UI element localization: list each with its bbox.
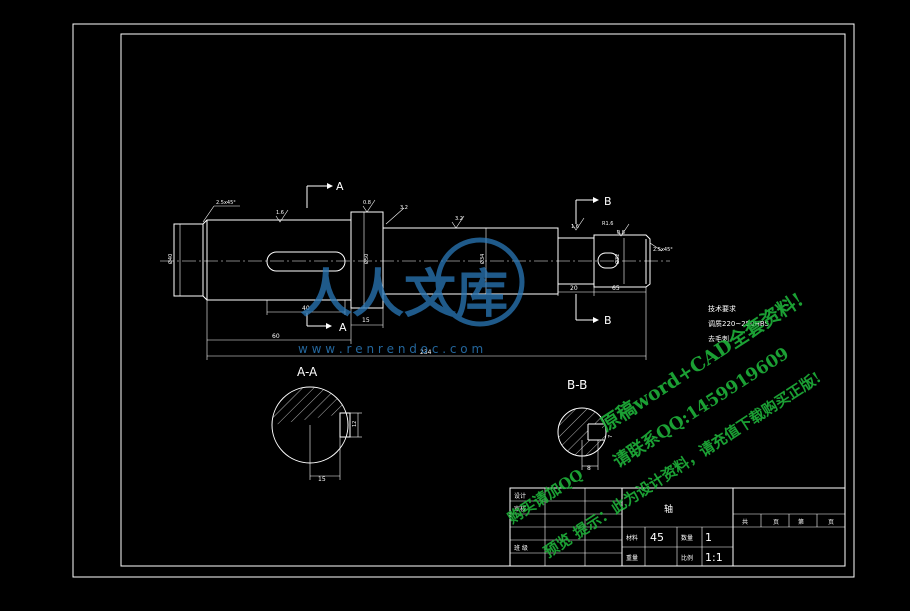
section-a-top [306, 183, 333, 208]
dim-60: 60 [272, 333, 280, 340]
watermark-url: w w w . r e n r e n d o c . c o m [298, 342, 483, 356]
section-b-bottom [575, 294, 599, 323]
chamfer-leader-left [202, 205, 215, 223]
sheet-num-label: 第 [798, 518, 804, 526]
note-2: 调质220~250HBS [708, 319, 770, 328]
dim-20: 20 [570, 285, 578, 292]
inner-frame [120, 33, 846, 567]
roughness-2: 0.8 [363, 200, 371, 206]
sheet-total-label: 共 [742, 518, 748, 526]
section-b-top [575, 197, 599, 224]
outer-frame [72, 23, 855, 578]
section-aa [271, 386, 362, 480]
aa-height: 12 [352, 421, 358, 427]
label-aa: A-A [297, 365, 318, 379]
section-a-bottom [306, 313, 332, 329]
weight-label: 重量 [626, 554, 638, 562]
qty-label: 数量 [681, 534, 693, 542]
dia-right: Ø32 [614, 254, 621, 264]
title-block [509, 487, 846, 567]
scale-label: 比例 [681, 554, 693, 562]
tb-row-4: 班 级 [514, 544, 528, 552]
dia-mid: Ø34 [479, 254, 486, 264]
roughness-6: 3.2 [400, 205, 408, 211]
radius-note: R1.6 [602, 221, 613, 227]
note-3: 去毛刺 [708, 334, 729, 343]
sheet-num-unit: 页 [828, 519, 834, 526]
watermark-logo: 人人文库 [300, 237, 525, 327]
length-dimensions [206, 284, 647, 360]
dim-65: 65 [612, 285, 620, 292]
material-value: 45 [650, 531, 664, 544]
part-name: 轴 [664, 503, 673, 515]
tb-row-1: 设计 [514, 492, 526, 500]
chamfer-leader-right [649, 242, 663, 252]
roughness-4: 1.6 [571, 224, 579, 230]
roughness-3: 3.2 [455, 216, 463, 222]
dia-shoulder: Ø50 [363, 254, 370, 264]
chamfer-right: 2.5x45° [653, 247, 673, 253]
shaft-outline [173, 211, 651, 309]
roughness-5: 0.8 [617, 230, 625, 236]
label-a-bottom: A [339, 321, 347, 334]
dim-keyway: 40 [302, 305, 310, 312]
keyway-left [266, 251, 346, 272]
label-b-bottom: B [604, 314, 612, 327]
aa-width: 15 [318, 476, 326, 483]
label-b-top: B [604, 195, 612, 208]
watermark-brand: 人人文库 [300, 265, 508, 325]
section-bb [557, 407, 607, 470]
label-bb: B-B [567, 378, 587, 392]
chamfer-left: 2.5x45° [216, 200, 236, 206]
scale-value: 1:1 [705, 551, 723, 564]
bb-width: 8 [587, 465, 591, 472]
dia-left: Ø40 [167, 254, 174, 264]
bb-height: 7 [608, 435, 614, 438]
tb-row-2: 审核 [514, 505, 526, 513]
qty-value: 1 [705, 531, 712, 544]
label-a-top: A [336, 180, 344, 193]
roughness-1: 1.6 [276, 210, 284, 216]
note-1: 技术要求 [708, 304, 736, 313]
dim-total: 234 [420, 349, 432, 356]
sheet-total-unit: 页 [773, 519, 779, 526]
dim-15: 15 [362, 317, 370, 324]
material-label: 材料 [626, 534, 638, 542]
keyway-right [597, 252, 619, 269]
wm-line-3: 预览 提示：此为设计资料，请充值下载购买正版! [540, 368, 824, 561]
roughness-symbols [275, 199, 630, 237]
